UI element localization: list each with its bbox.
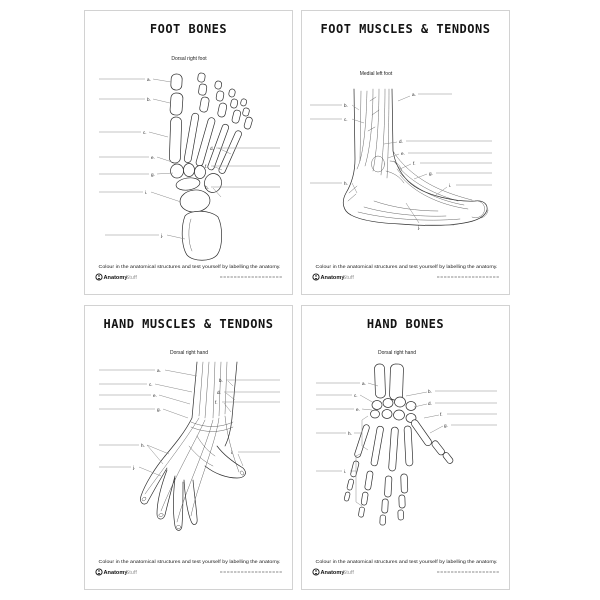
logo-figure-body <box>314 573 318 575</box>
label-letter: j. <box>132 465 135 470</box>
label-letter: b. <box>147 97 151 102</box>
label-letter: g. <box>151 172 155 177</box>
label-letter: j. <box>160 233 163 238</box>
label-letter: d. <box>217 390 221 395</box>
hand-muscles-diagram: Dorsal right hand a. b. <box>95 350 282 576</box>
logo-figure-body <box>314 278 318 280</box>
anatomystuff-logo: Anatomy Stuff <box>95 568 138 576</box>
label-letter: c. <box>149 382 153 387</box>
label-letter: i. <box>145 190 147 195</box>
anatomystuff-logo: Anatomy Stuff <box>95 273 138 281</box>
label-letter: f. <box>440 412 443 417</box>
logo-text-light: Stuff <box>343 570 355 576</box>
label-letter: h. <box>348 431 352 436</box>
diagram-subtitle: Dorsal right hand <box>170 350 208 356</box>
diagram-subtitle: Dorsal right foot <box>171 56 207 62</box>
foot-muscles-art <box>342 88 489 226</box>
label-lines: a. b. c. d. e. f. g. h. i. j. <box>310 92 492 230</box>
label-letter: i. <box>231 450 233 455</box>
label-letter: e. <box>401 151 405 156</box>
page-title: FOOT BONES <box>149 22 228 36</box>
foot-skeleton-art <box>169 72 253 261</box>
label-letter: b. <box>344 103 348 108</box>
footer-instruction: Colour in the anatomical structures and … <box>316 559 498 564</box>
label-letter: a. <box>157 368 161 373</box>
label-letter: e. <box>153 393 157 398</box>
label-letter: h. <box>141 443 145 448</box>
logo-figure-head <box>98 570 100 572</box>
logo-text-bold: Anatomy <box>321 570 346 576</box>
label-letter: a. <box>362 381 366 386</box>
label-letter: e. <box>151 155 155 160</box>
label-letter: i. <box>344 469 346 474</box>
anatomystuff-logo-icon <box>312 568 320 576</box>
worksheet-foot-muscles: FOOT MUSCLES & TENDONS Medial left foot … <box>301 10 510 295</box>
label-letter: g. <box>444 423 448 428</box>
label-letter: g. <box>429 171 433 176</box>
label-lines: a. b. c. d. e. f. g. h. i. <box>316 381 497 507</box>
label-letter: c. <box>354 393 358 398</box>
logo-text-bold: Anatomy <box>321 275 346 281</box>
diagram-subtitle: Medial left foot <box>360 71 393 77</box>
logo-text-bold: Anatomy <box>104 570 129 576</box>
logo-figure-head <box>98 275 100 277</box>
worksheet-foot-bones: FOOT BONES Dorsal right foot <box>84 10 293 295</box>
anatomystuff-logo: Anatomy Stuff <box>312 273 355 281</box>
logo-figure-head <box>315 275 317 277</box>
footer-instruction: Colour in the anatomical structures and … <box>316 264 498 269</box>
label-letter: f. <box>205 164 208 169</box>
anatomystuff-logo-icon <box>95 273 103 281</box>
label-letter: f. <box>215 400 218 405</box>
logo-figure-head <box>315 570 317 572</box>
footer-instruction: Colour in the anatomical structures and … <box>99 264 281 269</box>
logo-text-bold: Anatomy <box>104 275 129 281</box>
foot-muscles-diagram: Medial left foot a. b. c. d. e. <box>310 71 499 281</box>
hand-bones-diagram: Dorsal right hand <box>312 350 499 576</box>
label-letter: a. <box>147 77 151 82</box>
label-letter: h. <box>344 181 348 186</box>
label-lines: a. b. c. d. e. f. g. h. i. j. <box>99 368 280 477</box>
diagram-subtitle: Dorsal right hand <box>378 350 416 356</box>
label-letter: c. <box>344 117 348 122</box>
label-letter: b. <box>219 378 223 383</box>
worksheet-hand-bones: HAND BONES Dorsal right hand <box>301 305 510 590</box>
page-title: HAND BONES <box>366 317 445 331</box>
label-letter: i. <box>449 183 451 188</box>
label-letter: f. <box>413 161 416 166</box>
anatomystuff-logo-icon <box>95 568 103 576</box>
logo-text-light: Stuff <box>343 275 355 281</box>
anatomystuff-logo-icon <box>312 273 320 281</box>
page-title: FOOT MUSCLES & TENDONS <box>320 22 491 36</box>
label-letter: e. <box>356 407 360 412</box>
label-letter: h. <box>205 185 209 190</box>
foot-bones-diagram: Dorsal right foot <box>95 56 282 281</box>
label-letter: b. <box>428 389 432 394</box>
hand-skeleton-art <box>343 363 454 526</box>
label-lines: a. b. c. d. e. f. g. h. i. j. <box>99 77 280 240</box>
logo-text-light: Stuff <box>126 275 138 281</box>
label-letter: d. <box>210 146 214 151</box>
logo-text-light: Stuff <box>126 570 138 576</box>
footer-instruction: Colour in the anatomical structures and … <box>99 559 281 564</box>
logo-figure-body <box>97 573 101 575</box>
label-letter: d. <box>428 401 432 406</box>
logo-figure-body <box>97 278 101 280</box>
label-letter: g. <box>157 407 161 412</box>
label-letter: d. <box>399 139 403 144</box>
page-title: HAND MUSCLES & TENDONS <box>103 317 274 331</box>
hand-muscles-art <box>140 361 246 531</box>
label-letter: j. <box>417 225 420 230</box>
label-letter: a. <box>412 92 416 97</box>
label-letter: c. <box>143 130 147 135</box>
worksheet-hand-muscles: HAND MUSCLES & TENDONS Dorsal right hand <box>84 305 293 590</box>
anatomystuff-logo: Anatomy Stuff <box>312 568 355 576</box>
